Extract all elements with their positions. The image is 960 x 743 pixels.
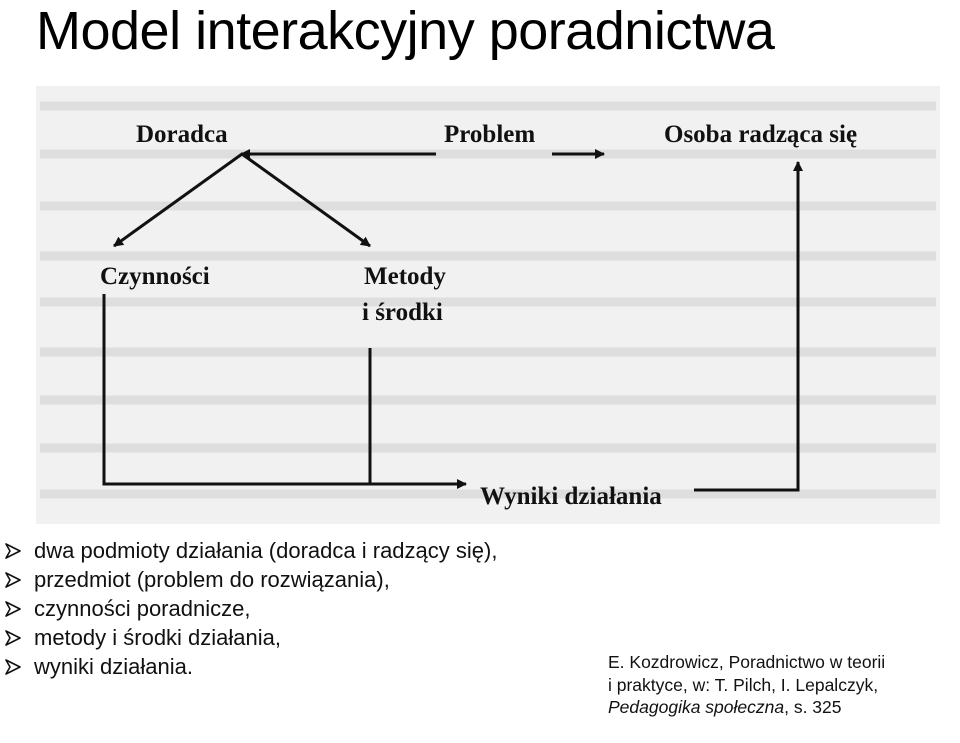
node-problem: Problem: [444, 121, 535, 148]
bullet-item: przedmiot (problem do rozwiązania),: [0, 565, 594, 594]
bullet-text: czynności poradnicze,: [34, 596, 251, 621]
slide-title: Model interakcyjny poradnictwa: [36, 1, 775, 61]
arrow-czynnosci-wyniki: [102, 294, 467, 489]
citation: E. Kozdrowicz, Poradnictwo w teorii i pr…: [608, 651, 885, 719]
node-osoba-radzaca-sie: Osoba radząca się: [664, 121, 857, 148]
citation-line: E. Kozdrowicz, Poradnictwo w teorii: [608, 652, 886, 672]
arrow-doradca-czynnosci: [113, 152, 243, 248]
arrow-bullet-icon: [5, 630, 21, 646]
bullet-text: przedmiot (problem do rozwiązania),: [34, 567, 390, 592]
citation-line: i praktyce, w: T. Pilch, I. Lepalczyk,: [608, 674, 879, 695]
arrow-bullet-icon: [5, 572, 21, 588]
node-czynnosci: Czynności: [100, 263, 210, 290]
bullet-list: dwa podmioty działania (doradca i radząc…: [0, 536, 594, 681]
bullet-item: dwa podmioty działania (doradca i radząc…: [0, 536, 594, 565]
arrow-bullet-icon: [5, 543, 21, 559]
citation-line: Pedagogika społeczna, s. 325: [608, 696, 885, 719]
bullet-item: czynności poradnicze,: [0, 594, 594, 623]
citation-page: , s. 325: [784, 697, 842, 717]
node-metody-line1: Metody: [364, 263, 446, 290]
node-doradca: Doradca: [136, 121, 228, 148]
arrow-bullet-icon: [5, 601, 21, 617]
bullet-text: metody i środki działania,: [34, 625, 282, 650]
arrow-doradca-metody: [241, 152, 371, 248]
bullet-item: wyniki działania.: [0, 652, 594, 681]
citation-book-title: Pedagogika społeczna: [608, 697, 785, 717]
arrow-bullet-icon: [5, 659, 21, 675]
arrow-wyniki-osoba: [694, 161, 803, 492]
scan-background-lines: [40, 101, 936, 499]
diagram: Doradca Problem Osoba radząca się Czynno…: [40, 101, 936, 510]
bullet-item: metody i środki działania,: [0, 623, 594, 652]
diagram-scan: Doradca Problem Osoba radząca się Czynno…: [36, 86, 940, 524]
node-wyniki-dzialania: Wyniki działania: [480, 483, 662, 510]
bullet-text: wyniki działania.: [34, 654, 193, 679]
node-metody-line2: i środki: [362, 299, 443, 326]
bullet-text: dwa podmioty działania (doradca i radząc…: [34, 538, 498, 563]
